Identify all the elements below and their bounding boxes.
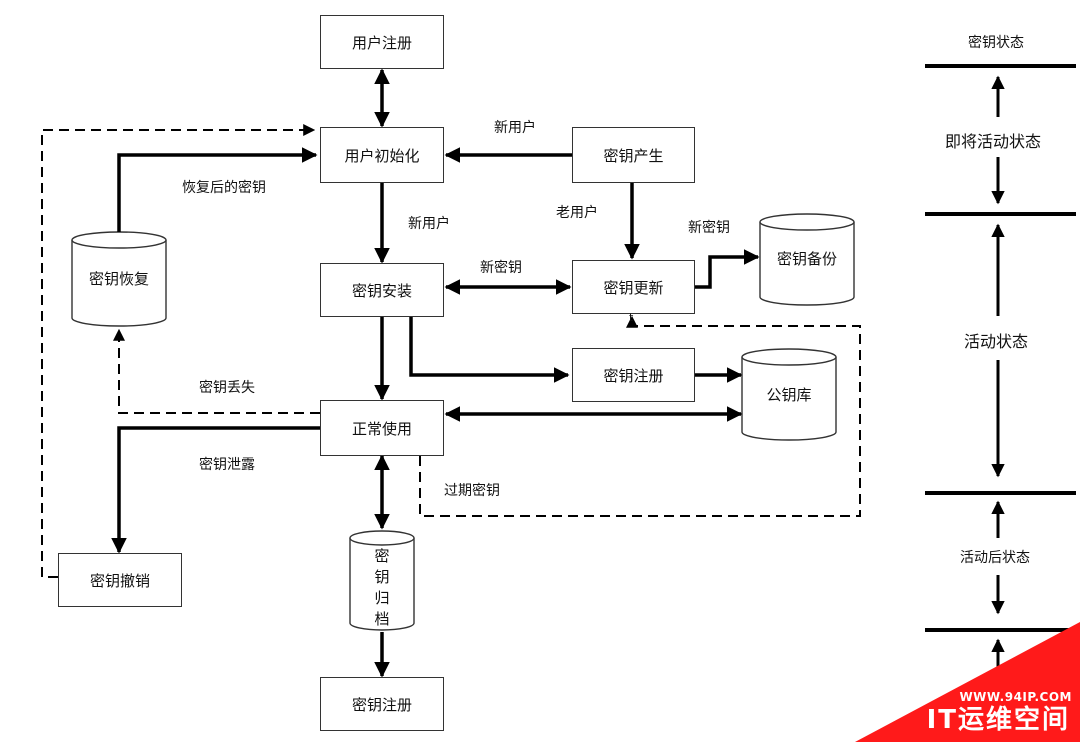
label-new-key-backup: 新密钥 <box>688 220 730 236</box>
watermark-url: WWW.94IP.COM <box>959 690 1072 704</box>
cylinder-key-backup <box>759 213 855 306</box>
node-key-revoke: 密钥撤销 <box>58 553 182 607</box>
label-new-user-mid: 新用户 <box>408 216 450 232</box>
arrow-normal-revoke <box>111 426 320 554</box>
cylinder-public-key-store <box>741 348 837 441</box>
dashed-expired-update <box>419 315 861 517</box>
label-old-user: 老用户 <box>556 205 598 221</box>
node-normal-use: 正常使用 <box>320 400 444 456</box>
dashed-normal-recovery <box>113 328 320 414</box>
arrow-update-backup <box>695 249 760 289</box>
label-key-leak: 密钥泄露 <box>199 457 255 473</box>
label-new-user-top: 新用户 <box>494 120 536 136</box>
label-expired-key: 过期密钥 <box>444 483 500 499</box>
node-key-update: 密钥更新 <box>572 260 695 314</box>
label-new-key-update: 新密钥 <box>480 260 522 276</box>
label-key-lost: 密钥丢失 <box>199 380 255 396</box>
watermark-name: IT运维空间 <box>926 705 1070 735</box>
state-post-active: 活动后状态 <box>960 547 1030 567</box>
node-user-register: 用户注册 <box>320 15 444 69</box>
state-active: 活动状态 <box>964 328 1029 352</box>
label-tick: t <box>629 311 634 324</box>
node-key-install: 密钥安装 <box>320 263 444 317</box>
arrow-install-register <box>409 317 570 383</box>
state-title: 密钥状态 <box>968 32 1024 52</box>
state-pre-active: 即将活动状态 <box>945 128 1042 152</box>
node-key-recovery: 密钥恢复 <box>88 269 149 288</box>
node-key-register-bottom: 密钥注册 <box>320 677 444 731</box>
node-key-backup: 密钥备份 <box>776 249 837 268</box>
dashed-revoke-init <box>41 124 316 578</box>
label-recovered-key: 恢复后的密钥 <box>182 180 266 196</box>
node-key-archive: 密钥归档 <box>374 547 390 628</box>
node-key-register: 密钥注册 <box>572 348 695 402</box>
node-user-init: 用户初始化 <box>320 127 444 183</box>
cylinder-key-archive <box>349 530 415 631</box>
watermark-corner <box>855 622 1080 742</box>
arrow-recovery-init <box>117 147 318 232</box>
node-key-generate: 密钥产生 <box>572 127 695 183</box>
node-public-key-store: 公钥库 <box>766 385 812 404</box>
